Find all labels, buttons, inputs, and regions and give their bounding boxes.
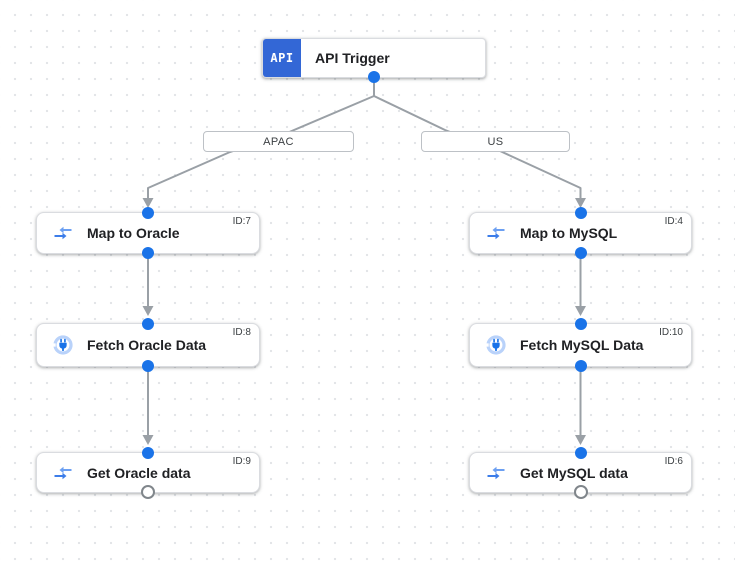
input-port-dot[interactable] <box>142 318 154 330</box>
task-id-label: ID:6 <box>664 456 683 467</box>
task-label: Get MySQL data <box>520 464 628 481</box>
input-port-dot[interactable] <box>574 207 587 219</box>
arrowhead <box>575 306 586 316</box>
arrowhead <box>142 435 154 445</box>
input-port-dot[interactable] <box>142 207 154 219</box>
edge-apac-branch <box>147 95 375 200</box>
output-port-dot[interactable] <box>574 247 587 259</box>
input-port-dot[interactable] <box>574 447 587 459</box>
task-id-label: ID:8 <box>232 327 251 338</box>
output-port-dot[interactable] <box>574 360 587 372</box>
data-mapping-icon <box>51 221 75 245</box>
task-node-map-to-mysql[interactable]: ID:4 Map to MySQL <box>469 207 692 259</box>
task-label: Map to MySQL <box>520 225 618 241</box>
arrowhead <box>575 198 586 208</box>
api-trigger-icon: API <box>263 39 301 77</box>
end-port-dot[interactable] <box>141 485 155 499</box>
arrowhead <box>142 198 154 208</box>
edge-label-apac[interactable]: APAC <box>203 131 354 152</box>
connector-icon <box>51 333 75 357</box>
output-port-dot[interactable] <box>142 247 154 259</box>
task-id-label: ID:9 <box>232 456 251 467</box>
output-port-dot[interactable] <box>142 360 154 372</box>
arrowhead <box>575 435 586 445</box>
api-trigger-node[interactable]: API API Trigger <box>262 38 486 83</box>
data-mapping-icon <box>484 461 508 485</box>
task-label: Map to Oracle <box>87 225 180 241</box>
edge-label-us[interactable]: US <box>421 131 570 152</box>
task-label: Get Oracle data <box>87 464 191 481</box>
task-id-label: ID:7 <box>232 216 251 227</box>
task-node-fetch-oracle-data[interactable]: ID:8 Fetch Oracle Data <box>36 318 260 372</box>
data-mapping-icon <box>484 221 508 245</box>
task-label: Fetch Oracle Data <box>87 337 207 353</box>
arrowhead <box>142 306 154 316</box>
task-node-map-to-oracle[interactable]: ID:7 Map to Oracle <box>36 207 260 259</box>
data-mapping-icon <box>51 461 75 485</box>
trigger-output-port-dot[interactable] <box>368 71 380 83</box>
task-id-label: ID:4 <box>664 216 683 227</box>
task-node-get-oracle-data[interactable]: ID:9 Get Oracle data <box>36 447 260 499</box>
end-port-dot[interactable] <box>573 485 588 499</box>
input-port-dot[interactable] <box>574 318 587 330</box>
task-label: Fetch MySQL Data <box>520 337 644 353</box>
input-port-dot[interactable] <box>142 447 154 459</box>
task-node-fetch-mysql-data[interactable]: ID:10 Fetch MySQL Data <box>469 318 692 372</box>
connector-icon <box>484 333 508 357</box>
api-trigger-label: API Trigger <box>315 50 390 66</box>
task-node-get-mysql-data[interactable]: ID:6 Get MySQL data <box>469 447 692 499</box>
task-id-label: ID:10 <box>659 327 683 338</box>
